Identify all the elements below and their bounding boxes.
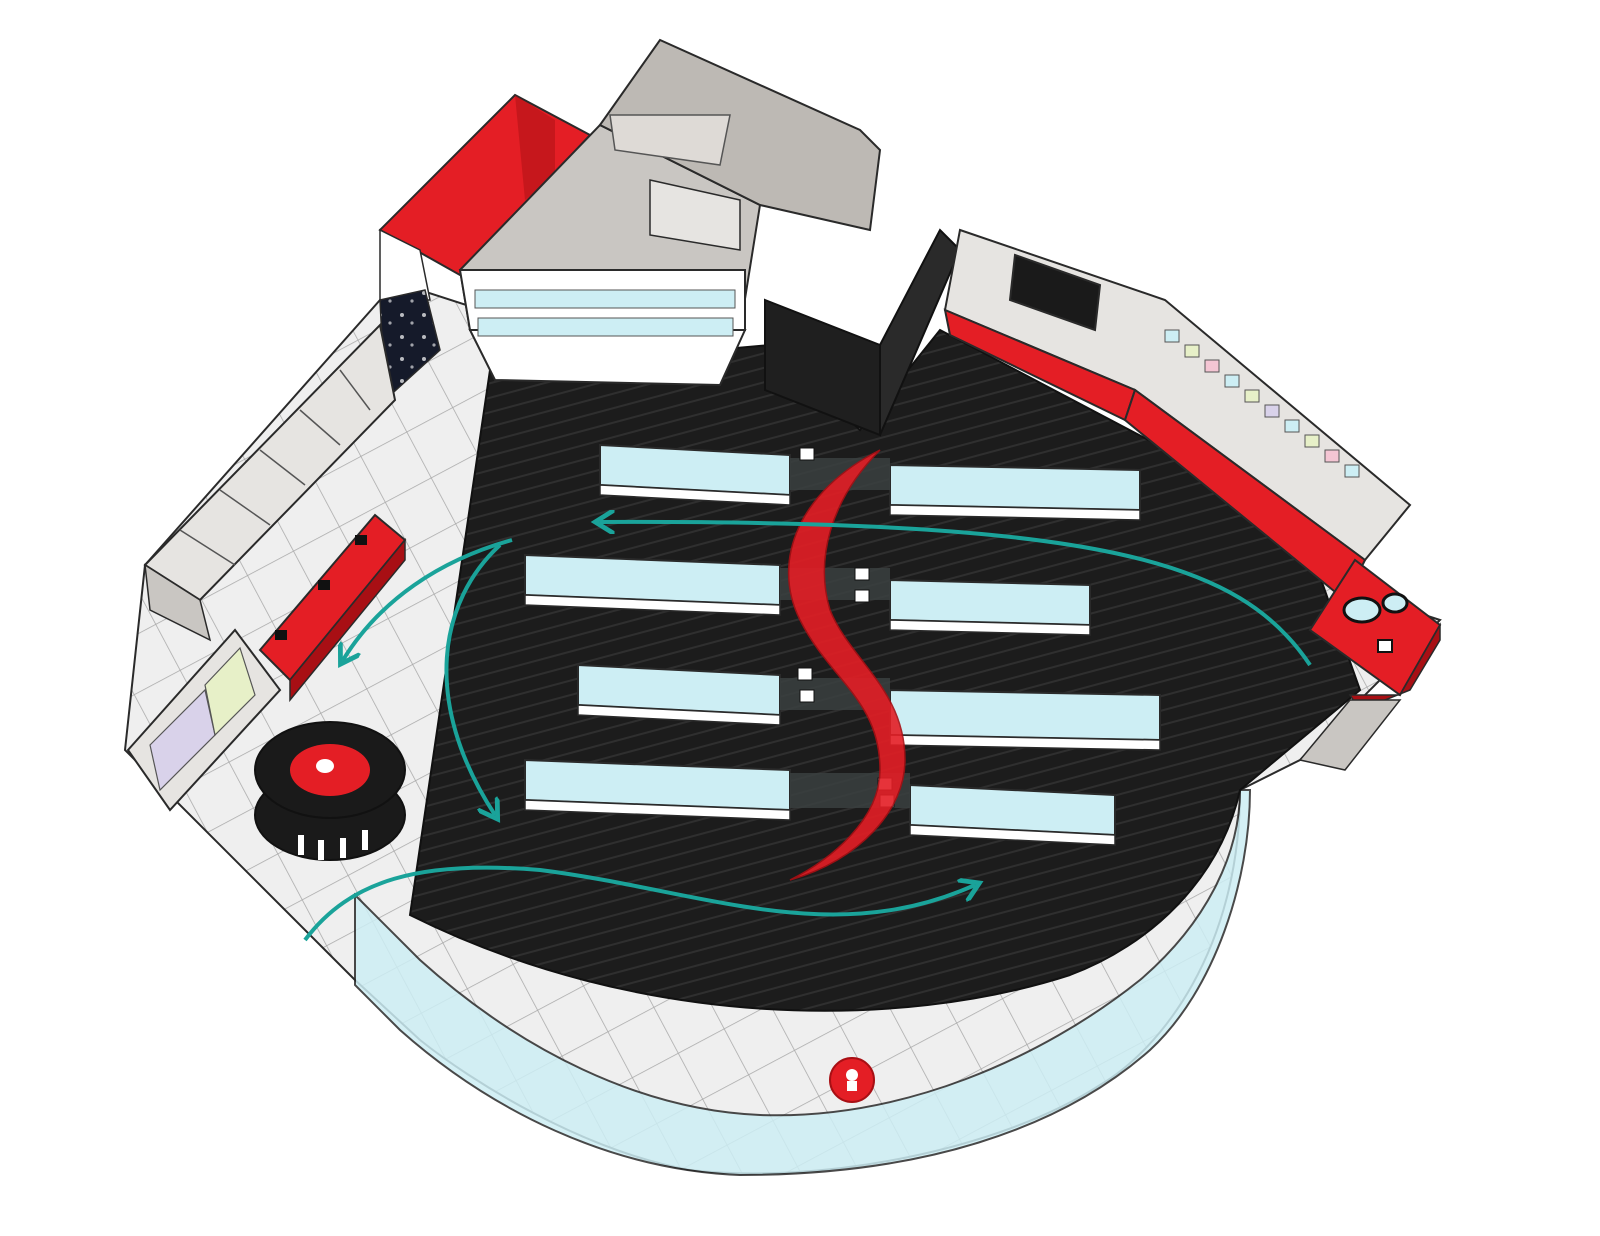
left-display-cabinet xyxy=(126,628,282,812)
corner-red-display xyxy=(1298,558,1442,771)
curved-glass-facade xyxy=(354,789,1252,1177)
display-table-row-1 xyxy=(599,443,1141,521)
flow-arrow-to-ottoman[interactable] xyxy=(343,538,513,660)
display-table-row-3 xyxy=(577,663,1161,751)
red-side-counter xyxy=(258,513,407,703)
flow-arrow-entrance-sweep[interactable] xyxy=(303,865,975,942)
left-shelving-wall xyxy=(143,322,397,642)
round-ottoman xyxy=(254,721,406,861)
red-s-ribbon xyxy=(787,449,906,881)
right-red-counter xyxy=(943,228,1412,602)
entrance-marker-icon xyxy=(829,1057,875,1103)
flow-arrow-right-to-left[interactable] xyxy=(600,522,1312,667)
display-table-row-4 xyxy=(524,758,1116,846)
red-back-wall xyxy=(378,93,592,301)
flow-arrow-down-left-aisle[interactable] xyxy=(444,543,502,815)
display-table-row-2 xyxy=(524,553,1091,636)
back-room-block xyxy=(458,38,882,387)
